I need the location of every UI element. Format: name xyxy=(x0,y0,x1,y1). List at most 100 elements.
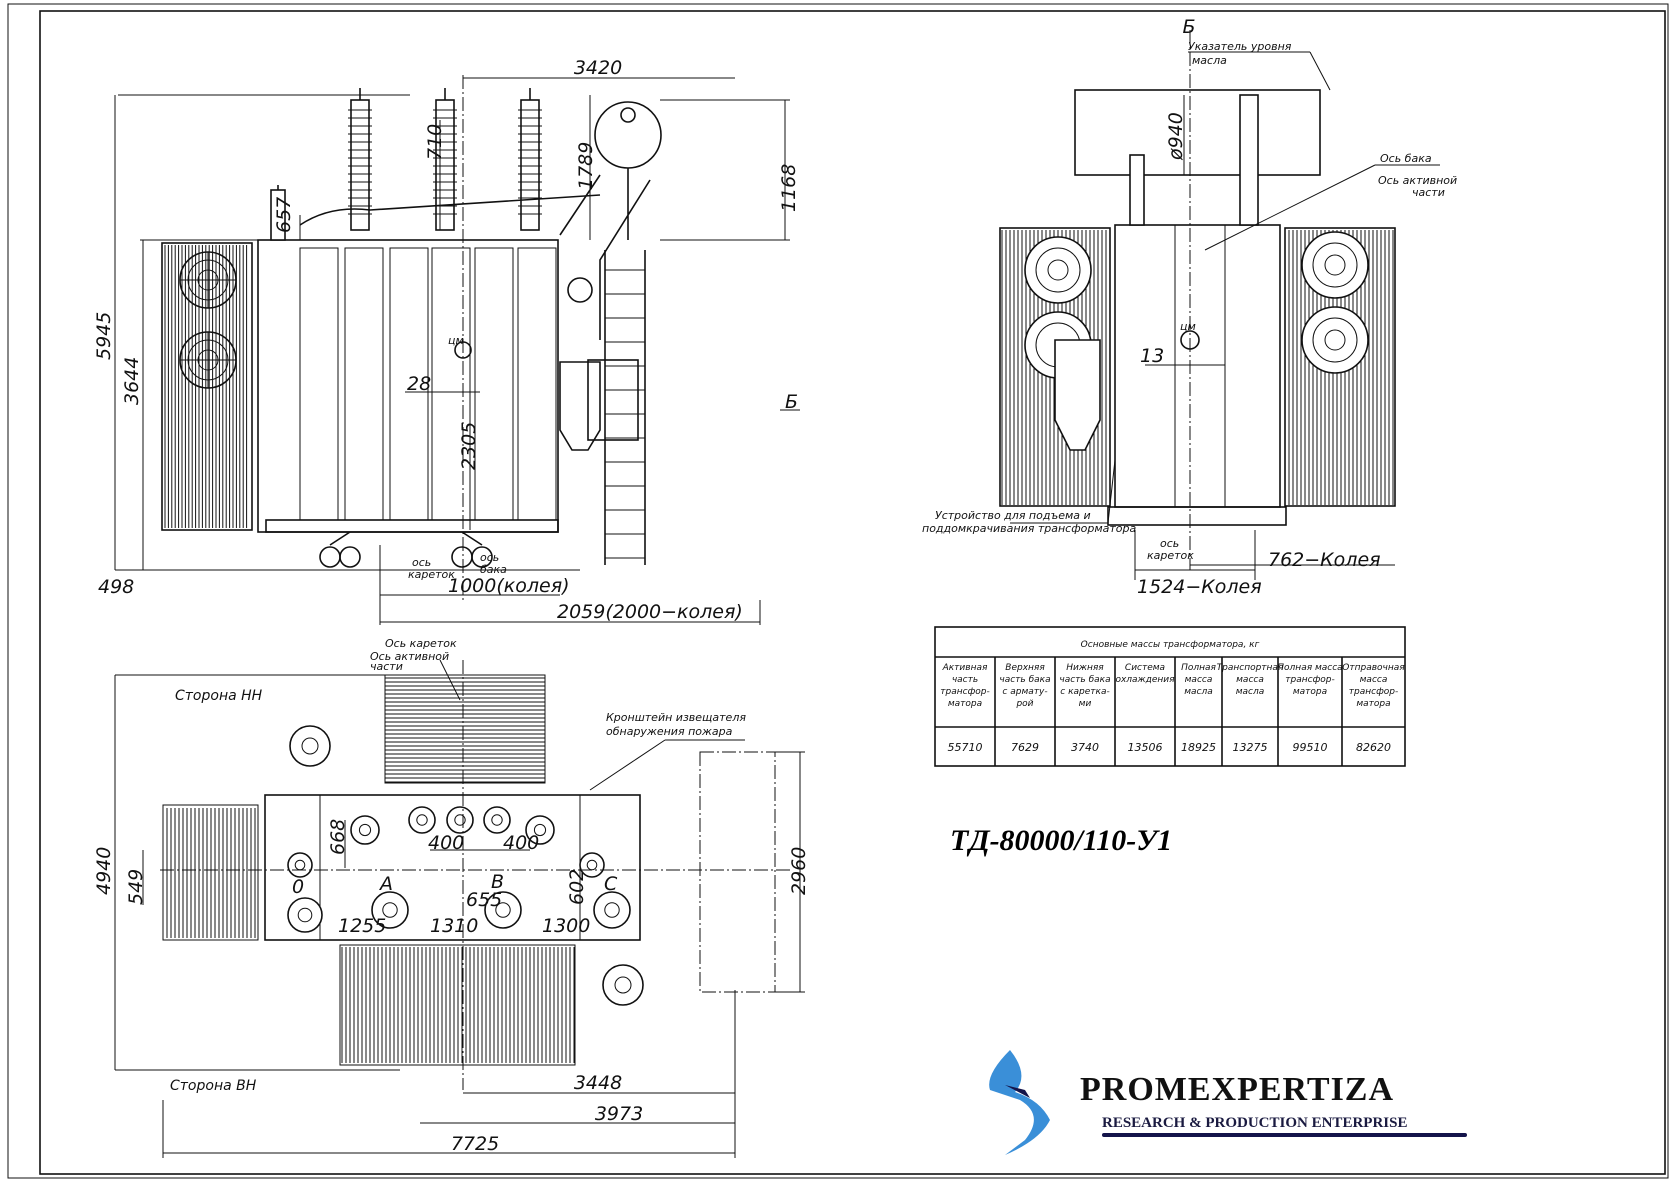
dim-2960: 2960 xyxy=(788,847,810,895)
mass-table-header: Полная масса xyxy=(1277,663,1342,673)
lv-bushing xyxy=(270,185,286,241)
dim-1310: 1310 xyxy=(430,915,478,937)
outer-frame xyxy=(7,3,1669,1179)
mass-table-header: масла xyxy=(1236,687,1265,697)
lifting-device-label-2: поддомкрачивания трансформатора xyxy=(922,522,1137,535)
hv-side-label: Сторона ВН xyxy=(170,1078,257,1094)
mass-table-header: с армату- xyxy=(1002,687,1047,697)
dim-498: 498 xyxy=(98,576,134,598)
mass-table-header: матора xyxy=(948,699,982,709)
expansion-vessel xyxy=(559,361,601,451)
cooling-fan-icon xyxy=(179,331,237,389)
active-axis-label: Ось активной xyxy=(370,650,449,663)
dim-2305: 2305 xyxy=(458,422,480,470)
dim-655: 655 xyxy=(466,889,502,911)
model-title: ТД-80000/110-У1 xyxy=(950,824,1172,857)
dim-668: 668 xyxy=(327,819,349,855)
section-mark-b: Б xyxy=(785,391,798,413)
dim-1000: 1000(колея) xyxy=(448,575,570,597)
mass-table-header: часть бака xyxy=(999,675,1050,685)
dim-28: 28 xyxy=(407,373,431,395)
mass-table-header: трансфор- xyxy=(1349,687,1398,697)
side-view-b: цм Б Указатель уровня масла ø940 Ось бак… xyxy=(922,16,1457,598)
oil-level-label-2: масла xyxy=(1192,54,1227,67)
inner-frame xyxy=(39,10,1666,1175)
dim-400-a: 400 xyxy=(428,832,464,854)
dim-5945: 5945 xyxy=(93,312,115,360)
dim-762: 762−Колея xyxy=(1268,549,1381,571)
tank-axis-label: Ось бака xyxy=(1380,152,1432,165)
carriage-axis-label: ось xyxy=(1160,537,1179,550)
cg-label: цм xyxy=(448,334,464,347)
radiator-bank xyxy=(161,242,253,531)
company-logo: PROMEXPERTIZA RESEARCH & PRODUCTION ENTE… xyxy=(989,1050,1467,1155)
mass-table-header: масла xyxy=(1184,687,1213,697)
carriage-wheels xyxy=(319,531,493,568)
cooling-fan-icon xyxy=(1301,306,1369,374)
lv-side-label: Сторона НН xyxy=(175,688,263,704)
lifting-device-label: Устройство для подъема и xyxy=(935,509,1091,522)
tank-axis-label: ось xyxy=(480,551,499,564)
mass-table-header: ми xyxy=(1079,699,1092,709)
active-axis-label-2: части xyxy=(1412,186,1445,199)
mass-table-value: 7629 xyxy=(1011,741,1039,754)
conservator xyxy=(594,101,662,169)
dim-13: 13 xyxy=(1140,345,1164,367)
cooling-fan-icon xyxy=(1301,231,1369,299)
dim-1255: 1255 xyxy=(338,915,386,937)
dim-602: 602 xyxy=(566,869,588,905)
hv-bushing xyxy=(1239,94,1259,226)
center-of-mass-icon xyxy=(454,341,472,359)
mass-table: Основные массы трансформатора, кг Активн… xyxy=(934,626,1406,767)
dim-3644: 3644 xyxy=(121,357,143,405)
mass-table-header: трансфор- xyxy=(940,687,989,697)
mass-table-value: 99510 xyxy=(1293,741,1328,754)
dim-940: ø940 xyxy=(1165,112,1187,161)
logo-name: PROMEXPERTIZA xyxy=(1080,1071,1394,1108)
carriage-axis-label-2: кареток xyxy=(1147,549,1194,562)
front-view: цм 3420 710 1789 1168 657 5945 3644 28 2… xyxy=(93,57,800,625)
logo-swirl-icon xyxy=(989,1050,1050,1155)
dim-549: 549 xyxy=(125,869,147,905)
dim-1789: 1789 xyxy=(575,142,597,190)
mass-table-value: 13506 xyxy=(1128,741,1163,754)
dim-1524: 1524−Колея xyxy=(1137,576,1262,598)
dim-710: 710 xyxy=(424,124,446,160)
dim-2059: 2059(2000−колея) xyxy=(557,601,743,623)
expansion-vessel xyxy=(1054,339,1101,451)
mass-table-header: часть xyxy=(952,675,978,685)
pipework xyxy=(559,168,651,340)
fire-bracket-label: Кронштейн извещателя xyxy=(606,711,746,724)
phase-c-label: C xyxy=(604,873,618,895)
mass-table-value: 13275 xyxy=(1233,741,1268,754)
carriage-axis-label: ось xyxy=(412,556,431,569)
conservator-plan xyxy=(699,751,776,993)
mass-table-value: 55710 xyxy=(948,741,983,754)
mass-table-header: охлаждения xyxy=(1115,675,1175,685)
mass-table-header: Полная xyxy=(1181,663,1216,673)
mass-table-header: Система xyxy=(1125,663,1165,673)
mass-table-header: часть бака xyxy=(1059,675,1110,685)
dim-3448: 3448 xyxy=(574,1072,622,1094)
transformer-tank-side xyxy=(1114,224,1281,508)
mass-table-value: 82620 xyxy=(1356,741,1391,754)
mass-table-header: с каретка- xyxy=(1060,687,1109,697)
conservator xyxy=(1074,89,1321,176)
dim-7725: 7725 xyxy=(451,1133,499,1155)
dim-1300: 1300 xyxy=(542,915,590,937)
mass-table-header: Транспортная xyxy=(1217,663,1284,673)
mass-table-header: матора xyxy=(1356,699,1390,709)
carriage-axis-label: Ось кареток xyxy=(385,637,457,650)
radiators-left xyxy=(162,804,259,941)
mass-table-header: матора xyxy=(1293,687,1327,697)
dim-657: 657 xyxy=(273,197,295,233)
drive-cabinet xyxy=(587,359,639,441)
carriage-axis-label-2: кареток xyxy=(408,568,455,581)
mass-table-header: Верхняя xyxy=(1005,663,1045,673)
cooling-fan-icon xyxy=(179,251,237,309)
ladder xyxy=(604,250,646,565)
dim-1168: 1168 xyxy=(778,164,800,212)
mass-table-header: трансфор- xyxy=(1285,675,1334,685)
tank-axis-label-2: бака xyxy=(480,563,507,576)
